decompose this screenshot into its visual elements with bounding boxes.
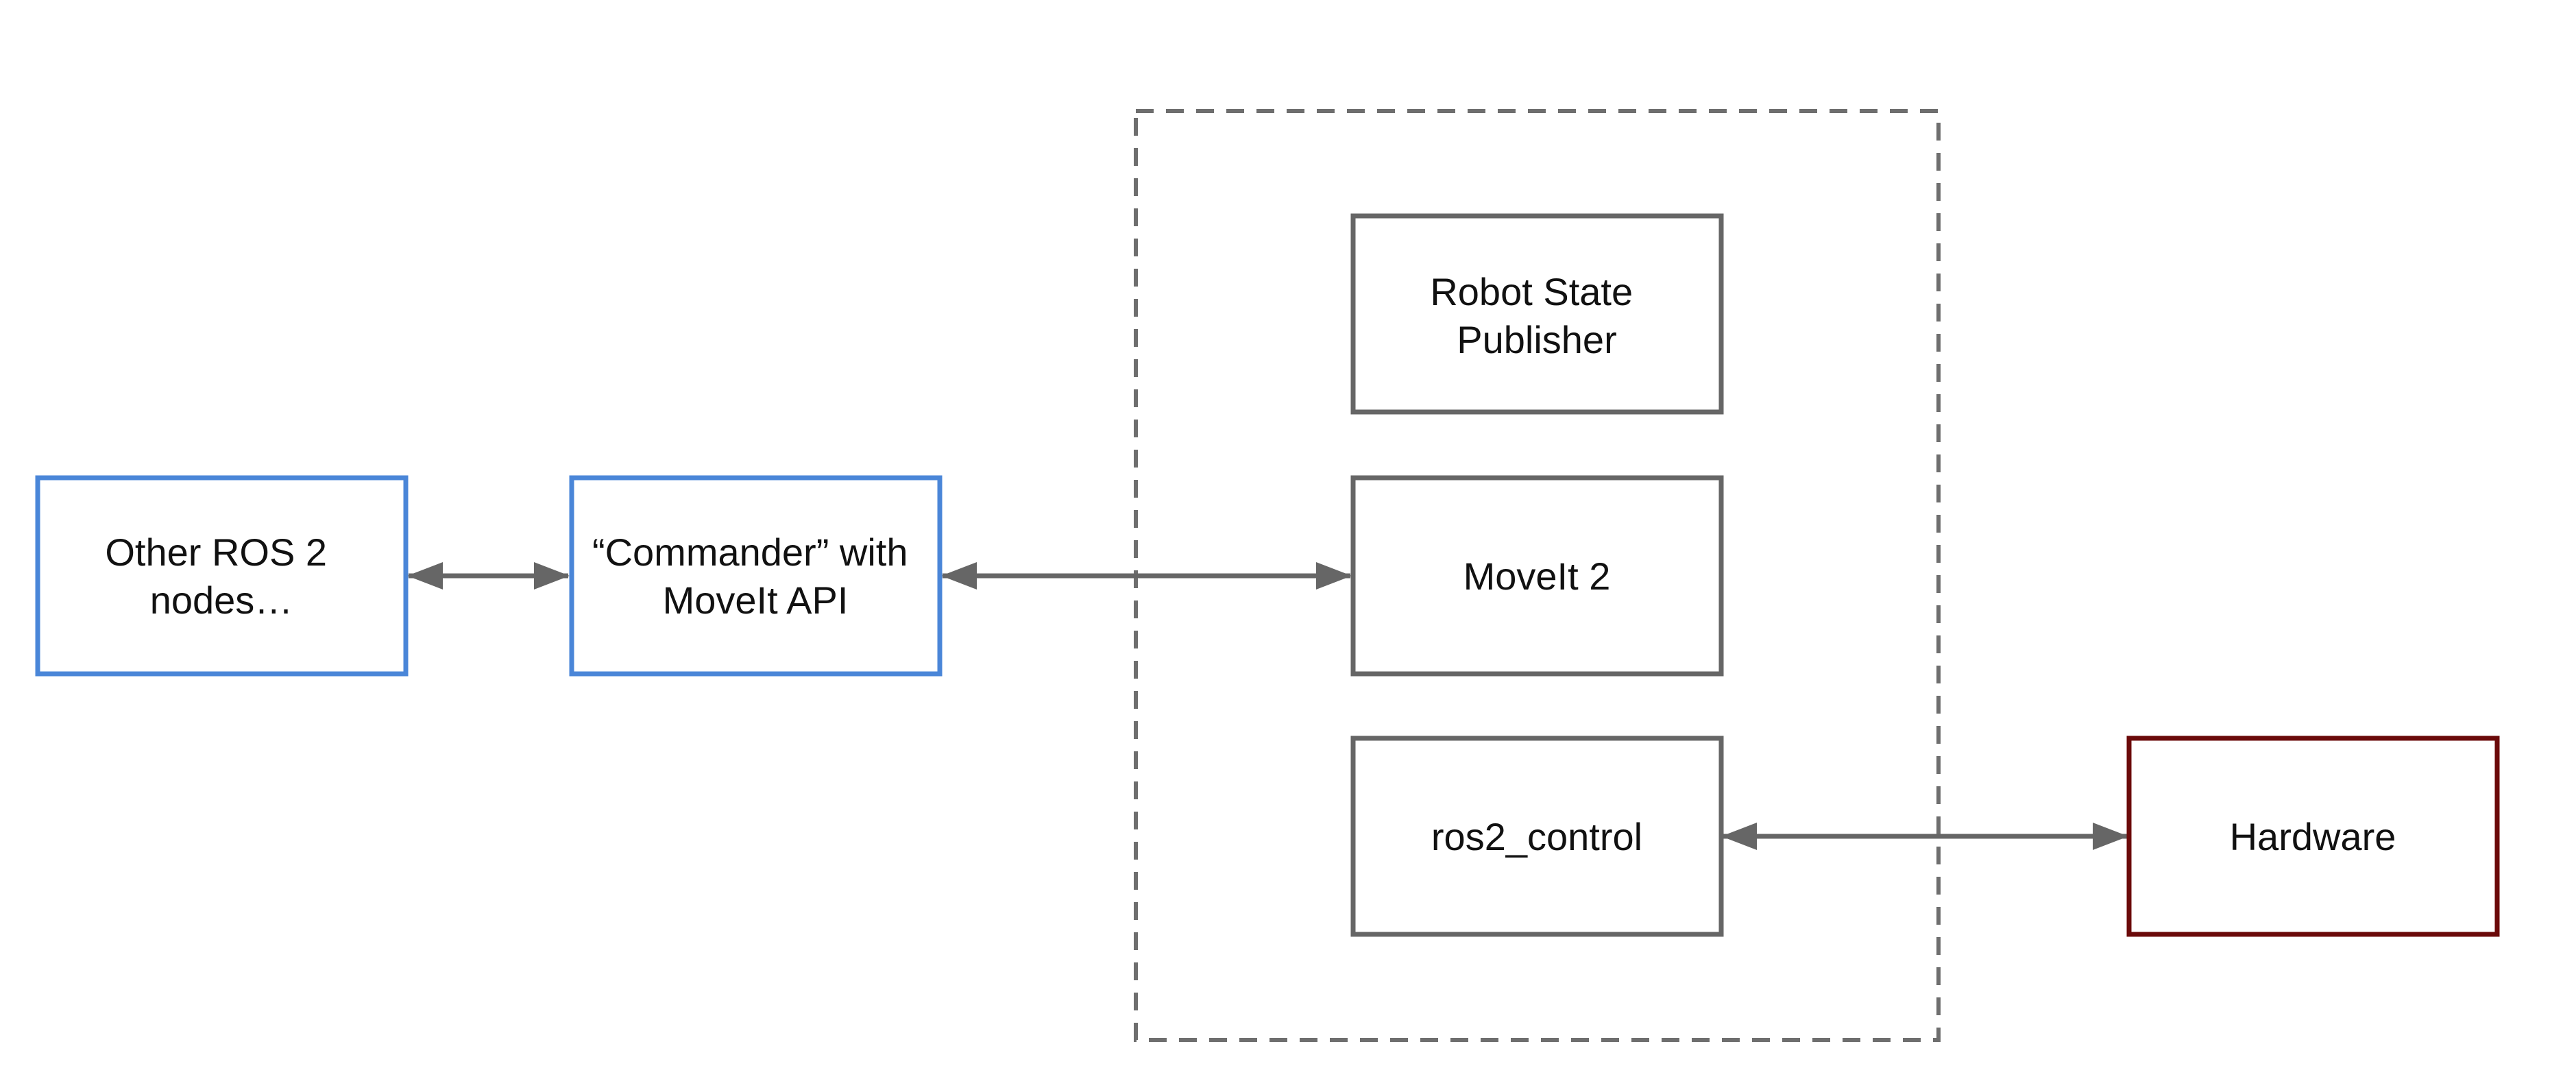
node-label-line: nodes…	[150, 579, 293, 622]
node-moveit2[interactable]: MoveIt 2	[1350, 475, 1724, 677]
svg-text:Robot State Publisher: Robot State Publisher	[1430, 270, 1643, 361]
node-ros2-control[interactable]: ros2_control	[1350, 736, 1724, 937]
svg-text:MoveIt 2: MoveIt 2	[1463, 555, 1611, 598]
node-label-line: ros2_control	[1431, 815, 1642, 858]
node-hardware[interactable]: Hardware	[2126, 736, 2500, 937]
svg-text:Hardware: Hardware	[2230, 815, 2396, 858]
node-label-line: Hardware	[2230, 815, 2396, 858]
node-label-line: Other ROS 2	[105, 531, 327, 574]
node-label-line: MoveIt API	[663, 579, 849, 622]
node-commander[interactable]: “Commander” with MoveIt API	[569, 475, 943, 677]
node-other-ros2-nodes[interactable]: Other ROS 2 nodes…	[35, 475, 409, 677]
node-label-line: Publisher	[1457, 318, 1616, 361]
node-label-line: “Commander” with	[592, 531, 908, 574]
svg-text:ros2_control: ros2_control	[1431, 815, 1642, 858]
svg-text:Other ROS 2 nodes…: Other ROS 2 nodes…	[105, 531, 337, 622]
svg-text:“Commander” with MoveIt: “Commander” with MoveIt API	[592, 531, 919, 622]
node-label-line: Robot State	[1430, 270, 1633, 313]
node-label-line: MoveIt 2	[1463, 555, 1611, 598]
node-robot-state-publisher[interactable]: Robot State Publisher	[1350, 213, 1724, 415]
